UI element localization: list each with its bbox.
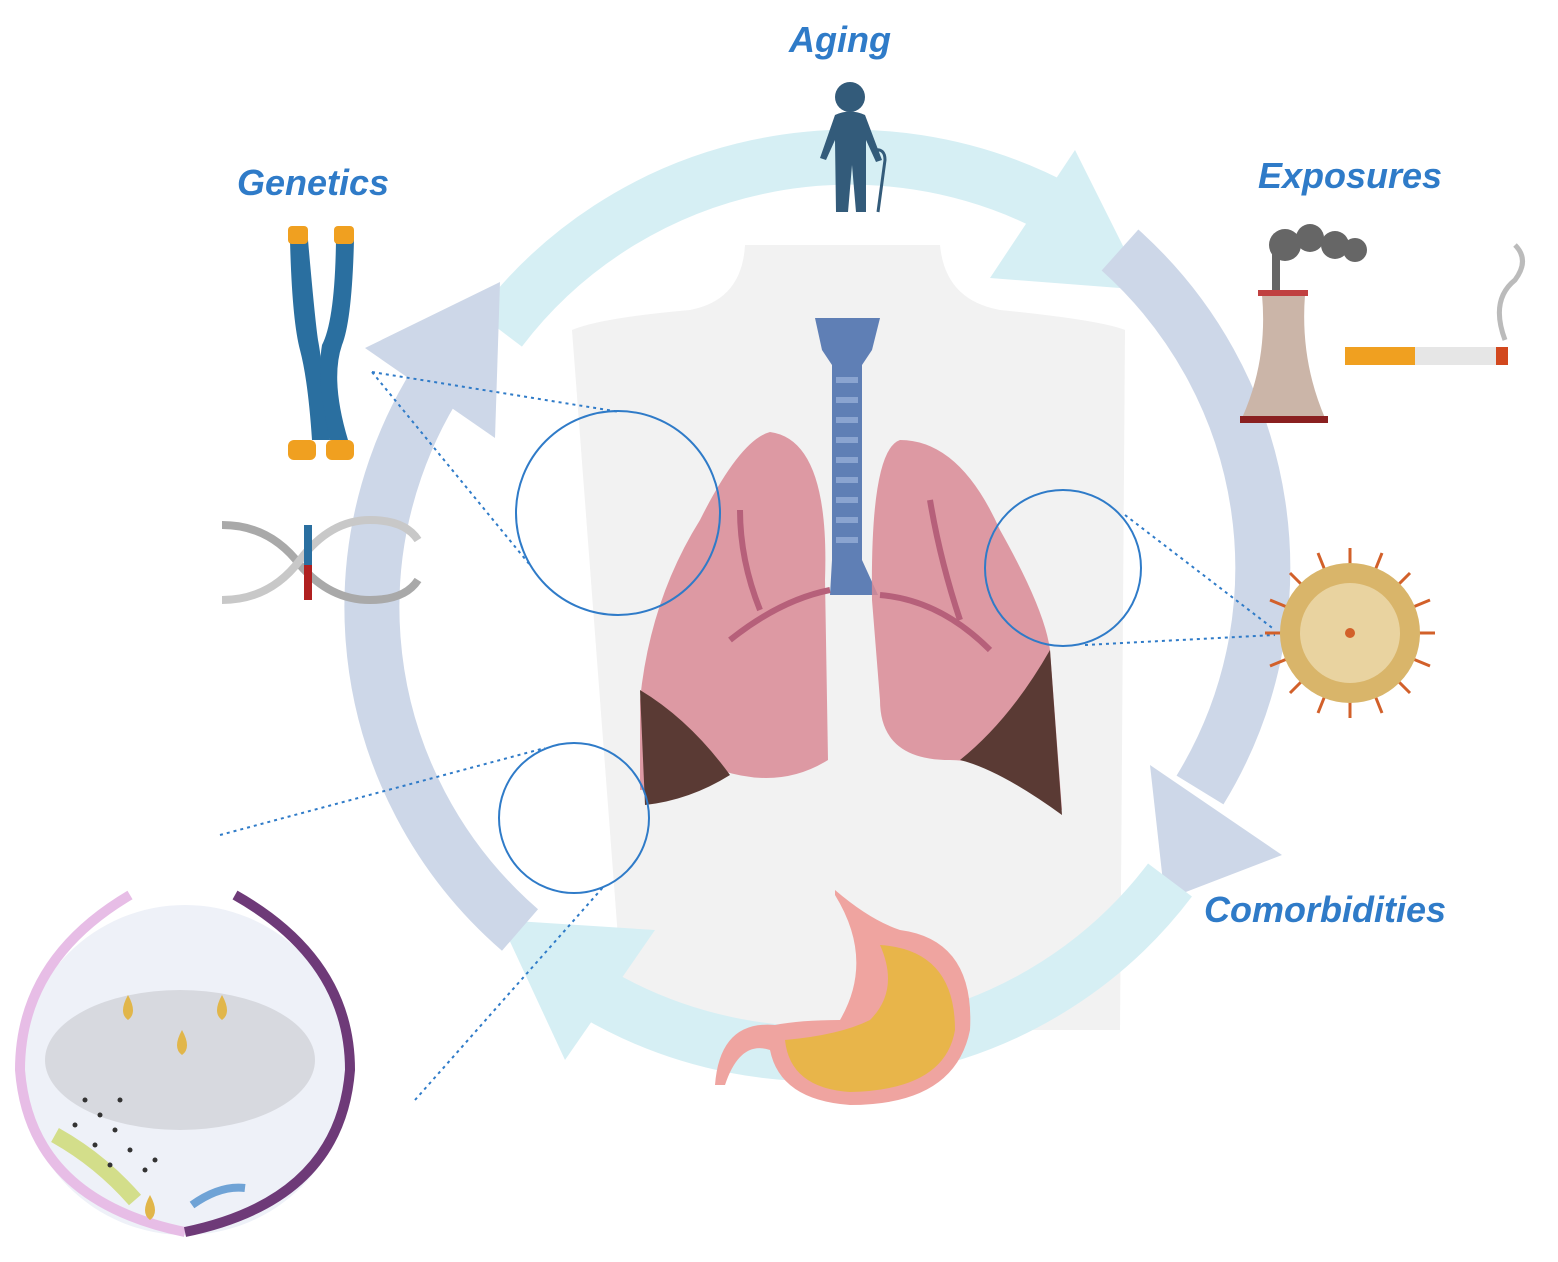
virus-icon (1265, 548, 1435, 718)
cigarette-icon (1345, 243, 1525, 365)
elderly-person-icon (820, 82, 887, 213)
dotted-connectors (219, 371, 1276, 1101)
label-exposures: Exposures (1258, 155, 1442, 196)
label-comorbidities: Comorbidities (1204, 889, 1446, 930)
dna-icon (221, 515, 422, 605)
alveolus-icon (14, 890, 356, 1237)
chromosome-icon (288, 226, 354, 460)
stomach-icon (715, 890, 971, 1105)
trachea-icon (815, 318, 880, 595)
torso-silhouette (572, 245, 1125, 1030)
label-genetics: Genetics (237, 162, 389, 203)
label-aging: Aging (788, 19, 891, 60)
inset-circles (498, 410, 1142, 894)
factory-icon (1240, 224, 1367, 423)
lungs-icon (640, 432, 1062, 815)
